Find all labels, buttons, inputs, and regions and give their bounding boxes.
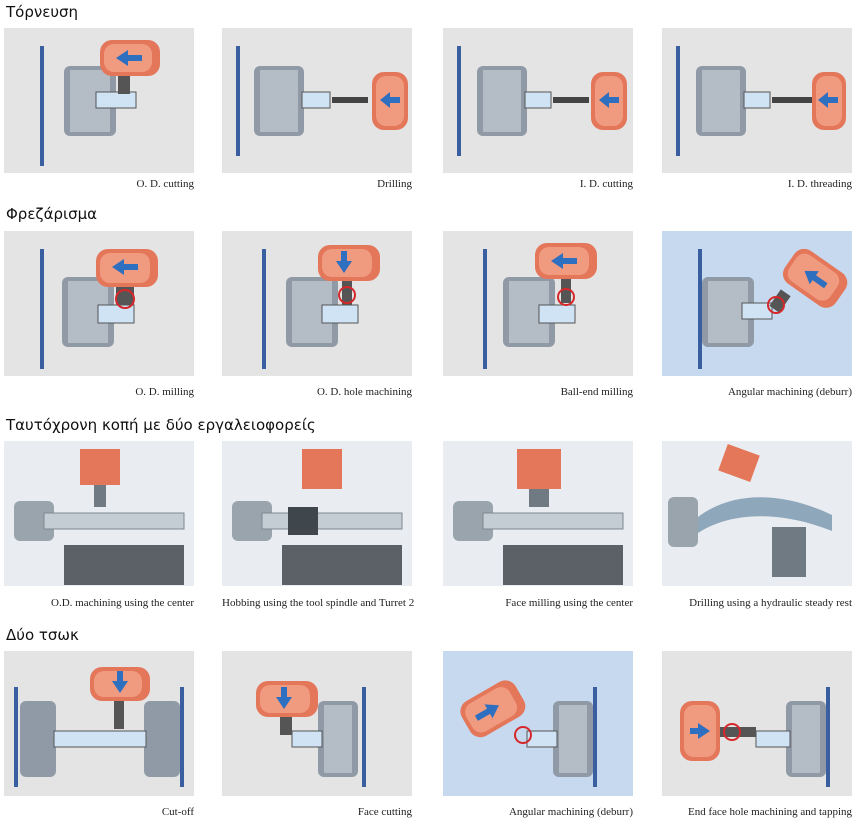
illustration-angular-machining-deburr-2 [443,651,633,796]
illustration-od-hole-machining [222,231,412,376]
section-title-milling: Φρεζάρισμα [6,205,98,223]
illustration-drilling-steady-rest [662,441,852,586]
caption-hobbing: Hobbing using the tool spindle and Turre… [222,597,415,609]
caption-id-threading: I. D. threading [787,178,852,190]
illustration-drilling [222,28,412,173]
illustration-ball-end-milling [443,231,633,376]
caption-od-hole-machining: O. D. hole machining [316,386,412,398]
illustration-od-cutting [4,28,194,173]
caption-drilling: Drilling [377,178,412,190]
caption-cut-off: Cut-off [161,806,194,818]
illustration-id-cutting [443,28,633,173]
illustration-cut-off [4,651,194,796]
caption-od-milling: O. D. milling [135,386,194,398]
caption-od-cutting: O. D. cutting [136,178,194,190]
caption-id-cutting: I. D. cutting [579,178,633,190]
illustration-angular-machining-deburr-1 [662,231,852,376]
illustration-od-milling [4,231,194,376]
illustration-od-machining-center [4,441,194,586]
caption-end-face-hole-tapping: End face hole machining and tapping [687,806,852,818]
illustration-face-milling-center [443,441,633,586]
caption-angular-machining-deburr-2: Angular machining (deburr) [508,806,633,818]
illustration-end-face-hole-tapping [662,651,852,796]
illustration-face-cutting [222,651,412,796]
caption-face-cutting: Face cutting [357,806,412,818]
section-title-turning: Τόρνευση [6,3,79,21]
section-title-simultaneous: Ταυτόχρονη κοπή με δύο εργαλειοφορείς [6,416,316,434]
caption-od-machining-center: O.D. machining using the center [51,597,194,609]
illustration-id-threading [662,28,852,173]
caption-ball-end-milling: Ball-end milling [560,386,633,398]
caption-face-milling-center: Face milling using the center [505,597,633,609]
direction-arrow-icon [116,50,142,66]
caption-drilling-steady-rest: Drilling using a hydraulic steady rest [689,597,852,609]
section-title-two-chucks: Δύο τσωκ [6,626,79,644]
illustration-hobbing [222,441,412,586]
caption-angular-machining-deburr-1: Angular machining (deburr) [727,386,852,398]
